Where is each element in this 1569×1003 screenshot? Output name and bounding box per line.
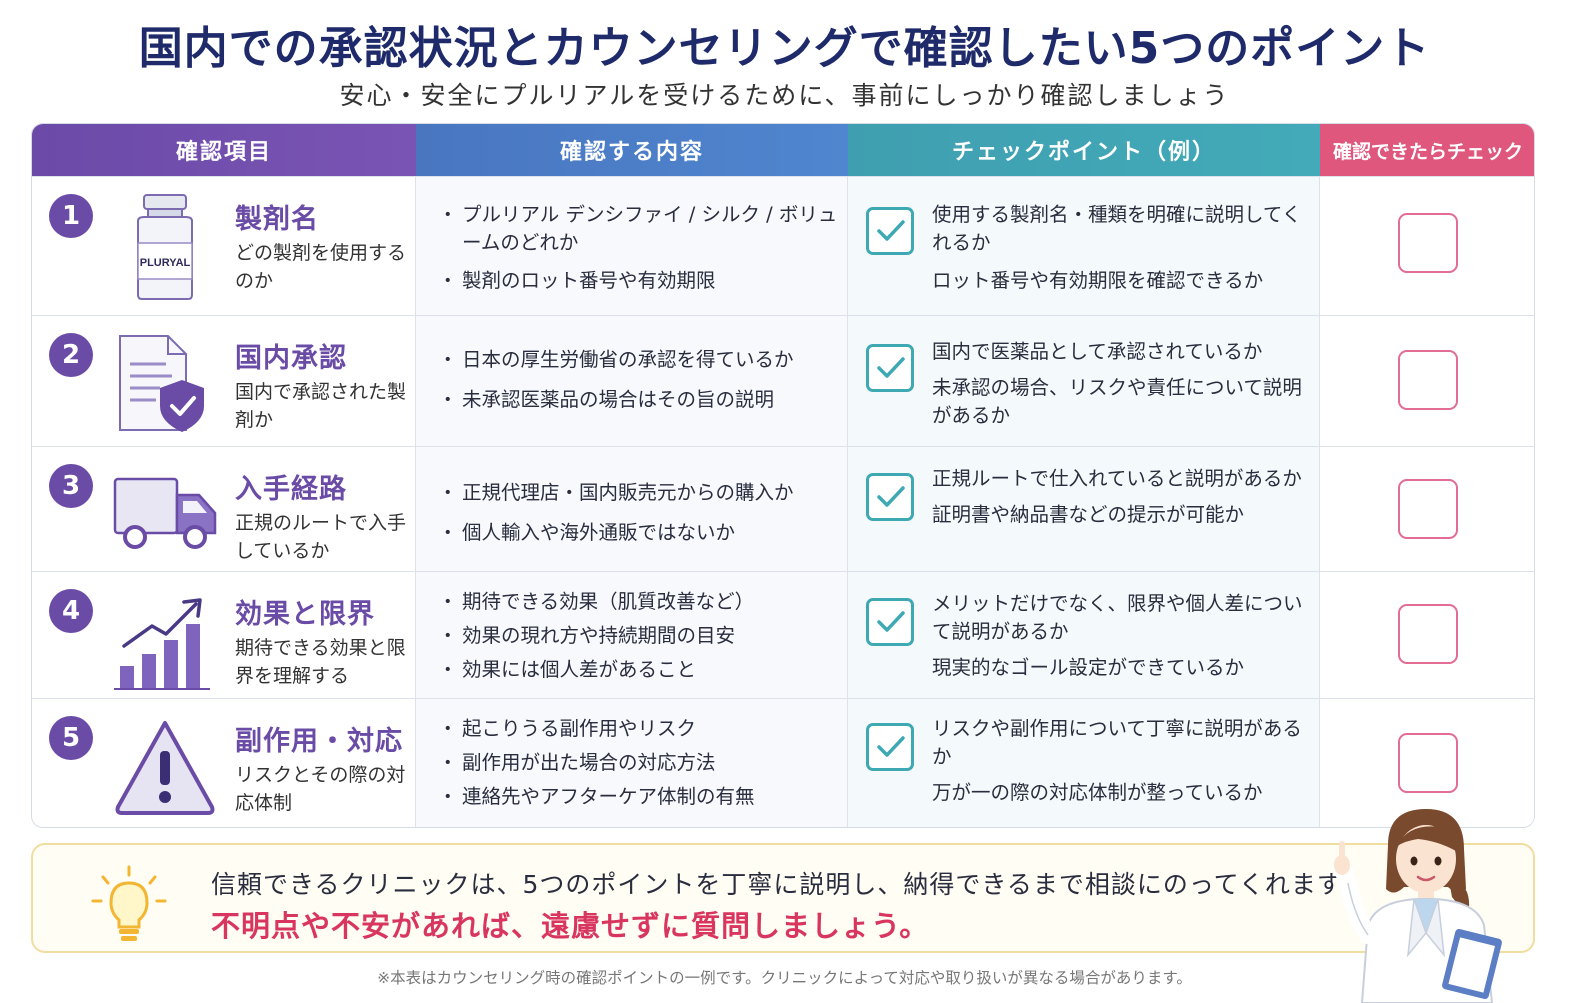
checkpoint-list: 国内で医薬品として承認されているか 未承認の場合、リスクや責任について説明がある…	[932, 338, 1312, 430]
checkpoint-text: 正規ルートで仕入れていると説明があるか	[932, 467, 1302, 490]
list-item: 効果の現れ方や持続期間の目安	[438, 622, 842, 650]
advice-banner: 信頼できるクリニックは、5つのポイントを丁寧に説明し、納得できるまで相談にのって…	[31, 843, 1535, 953]
list-item: 正規代理店・国内販売元からの購入か	[438, 479, 842, 507]
checkpoint-list: 使用する製剤名・種類を明確に説明してくれるか ロット番号や有効期限を確認できるか	[932, 201, 1312, 295]
header-check-item: 確認項目	[32, 124, 416, 176]
list-item: 個人輸入や海外通販ではないか	[438, 519, 842, 547]
checkpoint-text: 国内で医薬品として承認されているか	[932, 340, 1263, 363]
item-desc: 正規のルートで入手しているか	[235, 512, 407, 562]
banner-emphasis: 不明点や不安があれば、遠慮せずに質問しましょう。	[211, 909, 930, 943]
item-desc: リスクとその際の対応体制	[235, 764, 406, 814]
checkmark-icon	[866, 344, 914, 392]
row-number: 1	[49, 194, 93, 238]
checklist-table: 確認項目 確認する内容 チェックポイント（例） 確認できたらチェック 1 PLU…	[31, 123, 1535, 828]
checkpoint-text: メリットだけでなく、限界や個人差について説明があるか	[932, 592, 1303, 643]
content-list: 日本の厚生労働省の承認を得ているか 未承認医薬品の場合はその旨の説明	[438, 346, 842, 414]
checkmark-icon	[866, 598, 914, 646]
list-item: 効果には個人差があること	[438, 656, 842, 684]
list-item: 製剤のロット番号や有効期限	[438, 267, 842, 295]
item-desc: どの製剤を使用するのか	[235, 242, 407, 292]
table-row: 5 副作用・対応 リスクとその際の対応体制 起こりうる副作用やリスク 副作用が出…	[32, 698, 1534, 827]
checkpoint-text: 証明書や納品書などの提示が可能か	[932, 503, 1245, 526]
checkpoint-list: 正規ルートで仕入れていると説明があるか 証明書や納品書などの提示が可能か	[932, 465, 1312, 529]
list-item: 未承認医薬品の場合はその旨の説明	[438, 386, 842, 414]
growth-chart-icon	[114, 598, 210, 690]
page-title: 国内での承認状況とカウンセリングで確認したい5つのポイント	[138, 23, 1431, 74]
row-number: 5	[49, 716, 93, 760]
check-checkbox[interactable]	[1398, 213, 1458, 273]
content-list: 正規代理店・国内販売元からの購入か 個人輸入や海外通販ではないか	[438, 479, 842, 547]
row-number: 2	[49, 333, 93, 377]
item-desc: 期待できる効果と限界を理解する	[235, 637, 406, 687]
checkpoint-text: リスクや副作用について丁寧に説明があるか	[932, 717, 1302, 768]
list-item: 副作用が出た場合の対応方法	[438, 749, 842, 777]
check-checkbox[interactable]	[1398, 479, 1458, 539]
content-list: 期待できる効果（肌質改善など） 効果の現れ方や持続期間の目安 効果には個人差があ…	[438, 588, 842, 684]
header-checkpoint: チェックポイント（例）	[848, 124, 1320, 176]
content-list: プルリアル デンシファイ / シルク / ボリュームのどれか 製剤のロット番号や…	[438, 201, 842, 295]
item-title: 副作用・対応	[235, 726, 403, 757]
list-item: 日本の厚生労働省の承認を得ているか	[438, 346, 842, 374]
list-item: 起こりうる副作用やリスク	[438, 715, 842, 743]
item-title: 効果と限界	[235, 599, 375, 630]
doctor-illustration	[1333, 809, 1502, 1003]
checkpoint-list: メリットだけでなく、限界や個人差について説明があるか 現実的なゴール設定ができて…	[932, 590, 1312, 682]
list-item: 期待できる効果（肌質改善など）	[438, 588, 842, 616]
check-checkbox[interactable]	[1398, 350, 1458, 410]
list-item: 連絡先やアフターケア体制の有無	[438, 783, 842, 811]
row-number: 4	[49, 589, 93, 633]
checkpoint-text: ロット番号や有効期限を確認できるか	[932, 269, 1264, 292]
item-title: 製剤名	[235, 204, 319, 235]
lightbulb-icon	[91, 865, 167, 941]
warning-icon	[115, 721, 215, 815]
header-check-done: 確認できたらチェック	[1320, 124, 1534, 176]
item-title: 入手経路	[235, 474, 347, 505]
checkmark-icon	[866, 207, 914, 255]
checkpoint-list: リスクや副作用について丁寧に説明があるか 万が一の際の対応体制が整っているか	[932, 715, 1312, 807]
checkmark-icon	[866, 473, 914, 521]
checkpoint-text: 使用する製剤名・種類を明確に説明してくれるか	[932, 203, 1302, 254]
check-checkbox[interactable]	[1398, 733, 1458, 793]
checkpoint-text: 万が一の際の対応体制が整っているか	[932, 781, 1263, 804]
checkmark-icon	[866, 723, 914, 771]
table-row: 3 入手経路 正規のルートで入手しているか 正規代理店・国内販売元からの購入か …	[32, 446, 1534, 571]
header-check-content: 確認する内容	[416, 124, 848, 176]
item-title: 国内承認	[235, 343, 347, 374]
checkpoint-text: 現実的なゴール設定ができているか	[932, 656, 1245, 679]
vial-icon: PLURYAL	[137, 194, 193, 300]
table-row: 1 PLURYAL 製剤名 どの製剤を使用するのか プルリアル デンシファイ /…	[32, 176, 1534, 315]
page-subtitle: 安心・安全にプルリアルを受けるために、事前にしっかり確認しましょう	[339, 81, 1230, 110]
truck-icon	[113, 477, 217, 549]
check-checkbox[interactable]	[1398, 604, 1458, 664]
item-desc: 国内で承認された製剤か	[235, 381, 407, 431]
checkpoint-text: 未承認の場合、リスクや責任について説明があるか	[932, 376, 1302, 427]
document-shield-icon	[119, 335, 204, 432]
table-row: 4 効果と限界 期待できる効果と限界を理解する 期待できる効果（肌質改善など） …	[32, 571, 1534, 698]
row-number: 3	[49, 464, 93, 508]
footnote: ※本表はカウンセリング時の確認ポイントの一例です。クリニックによって対応や取り扱…	[377, 969, 1192, 987]
content-list: 起こりうる副作用やリスク 副作用が出た場合の対応方法 連絡先やアフターケア体制の…	[438, 715, 842, 811]
list-item: プルリアル デンシファイ / シルク / ボリュームのどれか	[438, 201, 842, 257]
vial-label: PLURYAL	[140, 257, 191, 269]
table-row: 2 国内承認 国内で承認された製剤か 日本の厚生労働省の承認を得ているか 未承認…	[32, 315, 1534, 446]
banner-message: 信頼できるクリニックは、5つのポイントを丁寧に説明し、納得できるまで相談にのって…	[211, 870, 1367, 899]
